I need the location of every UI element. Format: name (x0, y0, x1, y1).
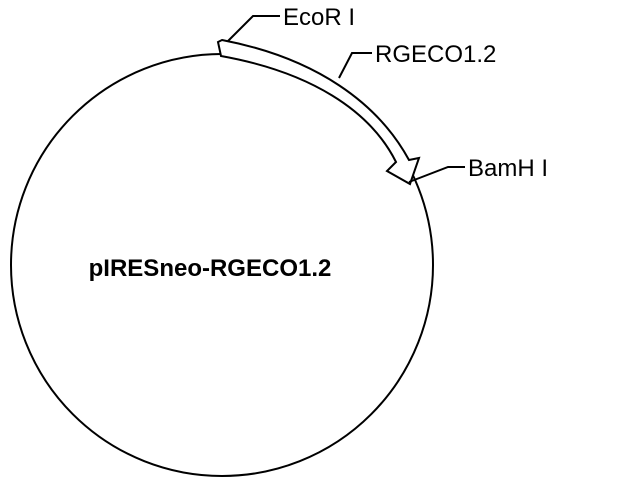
insert-label: RGECO1.2 (375, 41, 496, 68)
insert-arrow (216, 38, 421, 186)
insert-leader (338, 52, 372, 79)
bamhi-leader (408, 166, 465, 183)
ecori-leader (227, 15, 280, 42)
plasmid-name: pIRESneo-RGECO1.2 (89, 255, 332, 282)
bamhi-label: BamH I (468, 155, 548, 182)
ecori-label: EcoR I (283, 4, 355, 31)
